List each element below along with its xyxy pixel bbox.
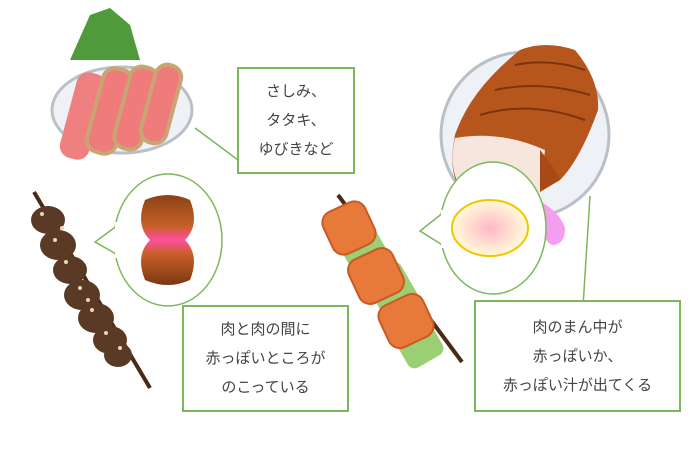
chicken-skewer-illustration [321,193,464,369]
liver-skewer-illustration [31,190,152,390]
label-center: 肉のまん中が赤っぽいか、赤っぽい汁が出てくる [474,300,681,412]
label-between: 肉と肉の間に赤っぽいところがのこっている [182,305,349,412]
sashimi-illustration [50,8,194,160]
red-center-meat-icon [451,199,529,257]
red-between-meat-icon [141,195,194,285]
label-raw: さしみ、タタキ、ゆびきなど [237,67,355,174]
bubble-center [418,161,547,295]
bubble-between [93,173,223,307]
